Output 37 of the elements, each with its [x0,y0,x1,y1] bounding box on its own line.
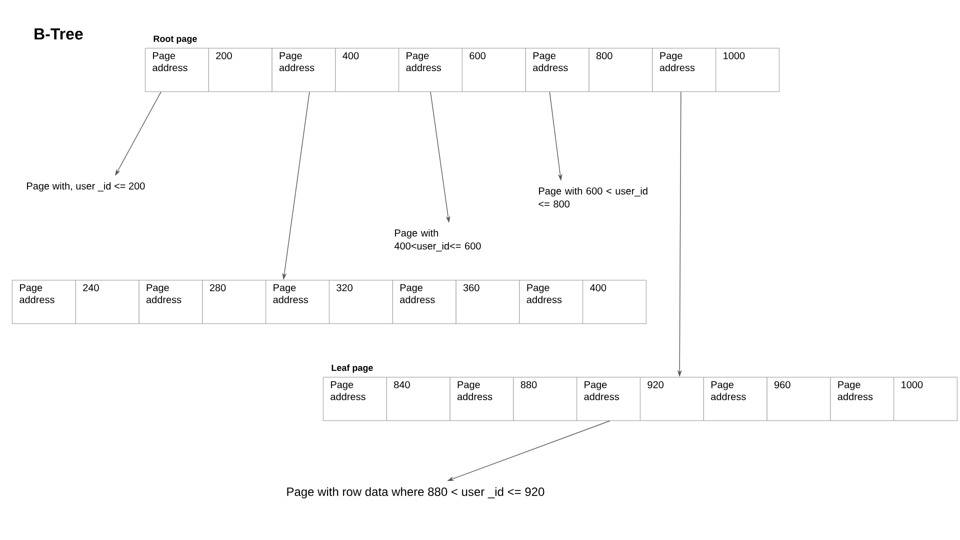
table-cell: 240 [75,280,140,324]
table-cell: Page address [652,48,716,92]
title: B-Tree [34,28,83,40]
table-cell: Page address [145,48,209,92]
table-cell: Page address [266,280,330,324]
page-label: Page with row data where 880 < user _id <= 920 [287,487,544,498]
table-cell: Page address [272,48,336,92]
table-cell: 200 [208,48,272,92]
table-cell: 800 [588,48,653,92]
page-label: Page with 600 < user_id <= 800 [538,187,648,208]
table-cell: 360 [456,280,520,324]
table-cell: Page address [398,48,462,92]
table-cell: Page address [12,280,76,324]
table-cell: Page address [323,377,387,421]
page-label: Page with 400<user_id<= 600 [394,229,481,252]
table-cell: Page address [830,377,894,421]
table-cell: Page address [392,280,456,324]
table-cell: 400 [335,48,399,92]
table-cell: Page address [519,280,583,324]
table-cell: 400 [582,280,646,324]
table-heading: Leaf page [332,364,373,373]
table-cell: Page address [138,280,203,324]
table-cell: 840 [386,377,450,421]
page-label: Page with, user _id <= 200 [27,182,145,192]
table-cell: Page address [450,377,514,421]
table-cell: 1000 [716,48,780,92]
table-cell: Page address [525,48,590,92]
table-cell: 880 [513,377,577,421]
table-cell: Page address [703,377,768,421]
table-cell: 920 [640,377,704,421]
table-cell: 960 [766,377,831,421]
table-heading: Root page [154,36,197,44]
table-cell: 320 [329,280,393,324]
table-cell: 600 [462,48,526,92]
table-cell: Page address [576,377,640,421]
table-cell: 1000 [894,377,958,421]
table-cell: 280 [202,280,266,324]
